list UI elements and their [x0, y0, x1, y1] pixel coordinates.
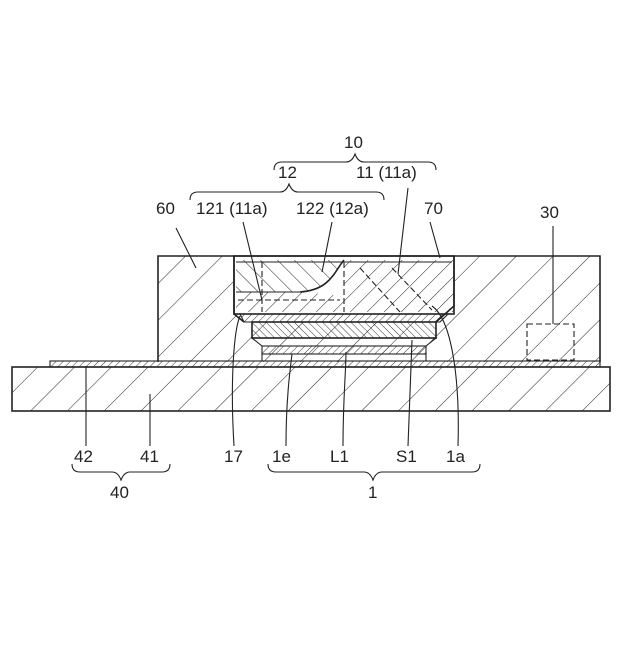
brace-12: [190, 184, 384, 200]
wiring-layer-42: [50, 361, 600, 367]
label-70: 70: [424, 199, 443, 218]
label-S1: S1: [396, 447, 417, 466]
label-10: 10: [344, 133, 363, 152]
label-L1: L1: [330, 447, 349, 466]
brace-1: [268, 464, 480, 480]
label-30: 30: [540, 203, 559, 222]
adhesive-17: [240, 314, 448, 322]
label-42: 42: [74, 447, 93, 466]
label-121-11a: 121 (11a): [196, 199, 268, 218]
label-11-11a: 11 (11a): [356, 163, 417, 182]
label-40: 40: [110, 483, 129, 502]
label-17: 17: [224, 447, 243, 466]
label-1: 1: [368, 483, 377, 502]
cover-member-10: [234, 256, 454, 314]
brace-40: [72, 464, 170, 480]
label-60: 60: [156, 199, 175, 218]
substrate-41: [12, 367, 610, 411]
label-1a: 1a: [446, 447, 465, 466]
label-12: 12: [278, 163, 297, 182]
label-122-12a: 122 (12a): [296, 199, 369, 218]
label-1e: 1e: [272, 447, 291, 466]
label-41: 41: [140, 447, 159, 466]
